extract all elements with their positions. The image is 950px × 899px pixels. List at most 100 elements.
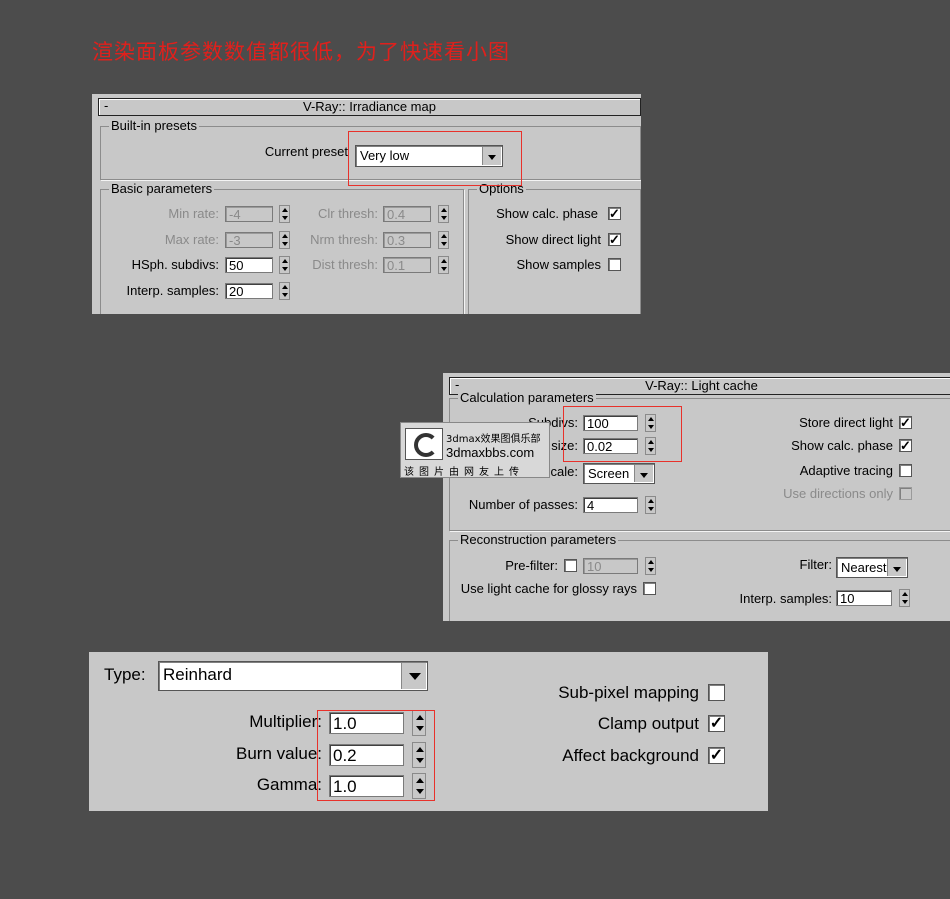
glossy-rays-label: Use light cache for glossy rays <box>460 581 637 596</box>
calculation-parameters-group: Calculation parameters <box>449 390 950 531</box>
scale-label: cale: <box>550 464 578 479</box>
current-preset-dropdown[interactable]: Very low <box>355 145 503 167</box>
dropdown-value: Very low <box>360 148 410 163</box>
multiplier-field[interactable]: 1.0 <box>329 712 404 734</box>
3dmax-logo-icon <box>405 428 443 460</box>
burn-value-field[interactable]: 0.2 <box>329 744 404 766</box>
sub-pixel-mapping-label: Sub-pixel mapping <box>558 683 699 702</box>
pre-filter-field[interactable]: 10 <box>583 558 638 574</box>
show-direct-light-checkbox[interactable]: ✓ <box>608 232 621 247</box>
basic-parameters-group: Basic parameters <box>100 181 464 314</box>
group-label: Built-in presets <box>109 118 199 134</box>
hsph-subdivs-spinner[interactable] <box>279 256 290 274</box>
gamma-spinner[interactable] <box>412 773 426 799</box>
nrm-thresh-spinner[interactable] <box>438 231 449 249</box>
dropdown-value: Nearest <box>841 560 887 575</box>
gamma-field[interactable]: 1.0 <box>329 775 404 797</box>
show-direct-light-label: Show direct light <box>505 232 601 247</box>
scale-dropdown[interactable]: Screen <box>583 463 655 484</box>
multiplier-label: Multiplier: <box>249 712 322 731</box>
dist-thresh-label: Dist thresh: <box>312 257 378 272</box>
sample-size-field[interactable]: 0.02 <box>583 438 638 454</box>
nrm-thresh-label: Nrm thresh: <box>310 232 378 247</box>
watermark-line1: 3dmax效果图俱乐部 <box>446 434 541 445</box>
irradiance-map-panel: - V-Ray:: Irradiance map Built-in preset… <box>92 94 641 314</box>
filter-dropdown[interactable]: Nearest <box>836 557 908 578</box>
dropdown-value: Screen <box>588 466 630 481</box>
max-rate-field[interactable]: -3 <box>225 232 273 248</box>
dist-thresh-field[interactable]: 0.1 <box>383 257 431 273</box>
hsph-subdivs-field[interactable]: 50 <box>225 257 273 273</box>
collapse-icon[interactable]: - <box>455 377 460 392</box>
interp-samples-spinner[interactable] <box>899 589 910 607</box>
min-rate-spinner[interactable] <box>279 205 290 223</box>
dist-thresh-spinner[interactable] <box>438 256 449 274</box>
page-heading: 渲染面板参数数值都很低，为了快速看小图 <box>92 40 510 64</box>
adaptive-tracing-checkbox[interactable] <box>899 464 912 477</box>
dropdown-value: Reinhard <box>163 665 232 684</box>
max-rate-spinner[interactable] <box>279 231 290 249</box>
interp-samples-label: Interp. samples: <box>739 591 833 606</box>
interp-samples-field[interactable]: 20 <box>225 283 273 299</box>
min-rate-field[interactable]: -4 <box>225 206 273 222</box>
rollout-title: V-Ray:: Irradiance map <box>303 99 436 114</box>
burn-value-spinner[interactable] <box>412 742 426 768</box>
watermark-line2: 3dmaxbbs.com <box>446 445 535 460</box>
sub-pixel-mapping-checkbox[interactable] <box>708 684 725 701</box>
group-label: Reconstruction parameters <box>458 532 619 548</box>
clr-thresh-field[interactable]: 0.4 <box>383 206 431 222</box>
group-label: Basic parameters <box>109 181 215 197</box>
pre-filter-spinner[interactable] <box>645 557 656 575</box>
subdivs-spinner[interactable] <box>645 414 656 432</box>
reconstruction-parameters-group: Reconstruction parameters <box>449 532 950 621</box>
max-rate-label: Max rate: <box>164 232 219 247</box>
clr-thresh-spinner[interactable] <box>438 205 449 223</box>
current-preset-label: Current preset <box>264 144 348 159</box>
filter-label: Filter: <box>799 557 833 572</box>
nrm-thresh-field[interactable]: 0.3 <box>383 232 431 248</box>
collapse-icon[interactable]: - <box>104 98 109 113</box>
show-calc-phase-label: Show calc. phase <box>496 206 598 221</box>
store-direct-light-checkbox[interactable]: ✓ <box>899 415 912 430</box>
type-label: Type: <box>104 665 146 684</box>
watermark-badge: 3dmax效果图俱乐部 3dmaxbbs.com 该图片由网友上传 <box>400 422 550 478</box>
show-calc-phase-label: Show calc. phase <box>791 438 893 453</box>
use-directions-only-label: Use directions only <box>783 486 893 501</box>
hsph-subdivs-label: HSph. subdivs: <box>131 257 219 272</box>
chevron-down-icon[interactable] <box>401 663 426 689</box>
clr-thresh-label: Clr thresh: <box>318 206 378 221</box>
show-samples-checkbox[interactable] <box>608 258 621 271</box>
watermark-line3: 该图片由网友上传 <box>404 467 524 478</box>
type-dropdown[interactable]: Reinhard <box>158 661 428 691</box>
multiplier-spinner[interactable] <box>412 710 426 736</box>
store-direct-light-label: Store direct light <box>799 415 893 430</box>
gamma-label: Gamma: <box>256 775 322 794</box>
group-label: Options <box>477 181 526 197</box>
subdivs-field[interactable]: 100 <box>583 415 638 431</box>
glossy-rays-checkbox[interactable] <box>643 582 656 595</box>
sample-size-label: size: <box>551 438 578 453</box>
interp-samples-spinner[interactable] <box>279 282 290 300</box>
pre-filter-checkbox[interactable] <box>564 559 577 572</box>
show-calc-phase-checkbox[interactable]: ✓ <box>899 438 912 453</box>
use-directions-only-checkbox[interactable] <box>899 487 912 500</box>
number-of-passes-field[interactable]: 4 <box>583 497 638 513</box>
color-mapping-panel: Type: Reinhard Multiplier: 1.0 Burn valu… <box>89 652 768 811</box>
chevron-down-icon[interactable] <box>634 465 653 482</box>
chevron-down-icon[interactable] <box>887 559 906 576</box>
sample-size-spinner[interactable] <box>645 437 656 455</box>
irradiance-rollout-header[interactable]: - V-Ray:: Irradiance map <box>98 98 641 116</box>
number-of-passes-spinner[interactable] <box>645 496 656 514</box>
rollout-title: V-Ray:: Light cache <box>645 378 758 393</box>
light-cache-panel: - V-Ray:: Light cache Calculation parame… <box>443 373 950 621</box>
clamp-output-label: Clamp output <box>597 714 699 733</box>
show-calc-phase-checkbox[interactable]: ✓ <box>608 206 621 221</box>
affect-background-label: Affect background <box>562 746 699 765</box>
affect-background-checkbox[interactable]: ✓ <box>708 747 725 764</box>
clamp-output-checkbox[interactable]: ✓ <box>708 715 725 732</box>
group-label: Calculation parameters <box>458 390 596 406</box>
min-rate-label: Min rate: <box>168 206 219 221</box>
chevron-down-icon[interactable] <box>482 147 501 165</box>
show-samples-label: Show samples <box>516 257 601 272</box>
interp-samples-field[interactable]: 10 <box>836 590 892 606</box>
